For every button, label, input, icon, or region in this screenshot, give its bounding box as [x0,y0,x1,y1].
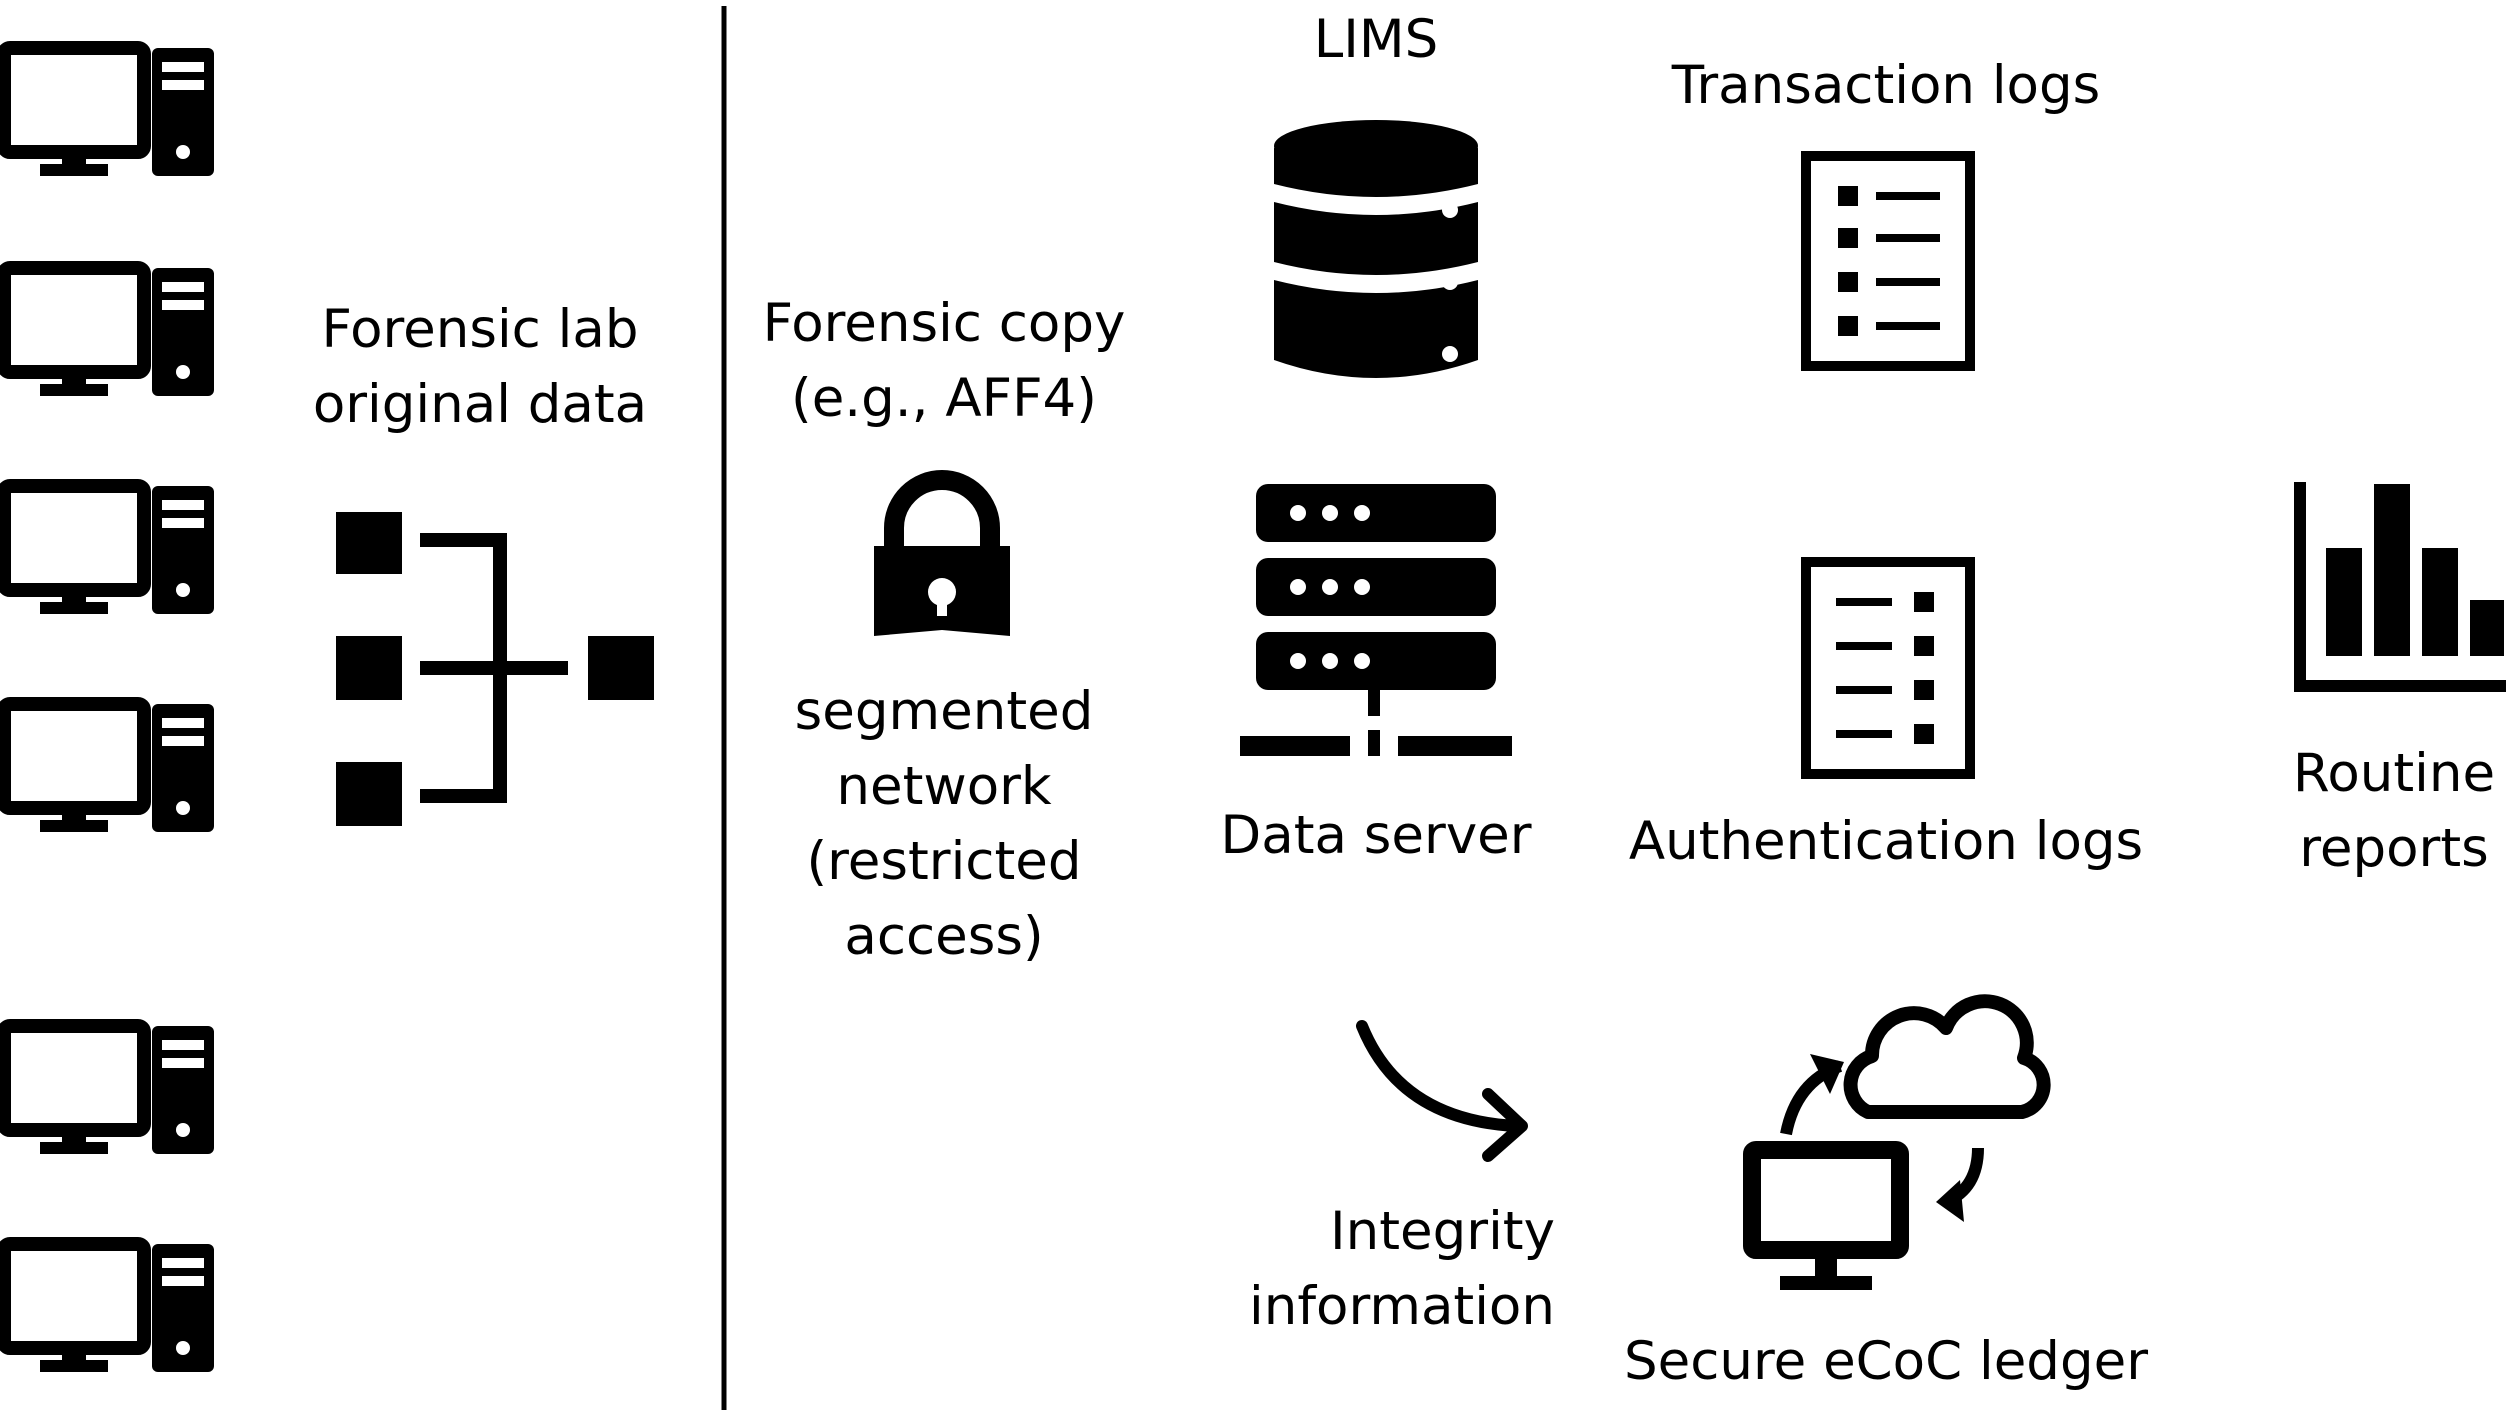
segmented-network-label-line: segmented [794,681,1094,742]
routine-reports-label-line: Routine [2292,743,2496,804]
curved-arrow-icon [1356,1020,1528,1162]
authentication-logs-label-text: Authentication logs [1628,811,2144,872]
desktop-computer-icon [4,1244,214,1372]
segmented-network-label: segmented network (restricted access) [795,674,1094,974]
forensic-lab-label-line: original data [312,374,648,435]
network-topology-icon [336,512,654,826]
segmented-network-label-line: (restricted [806,831,1082,892]
forensic-copy-label: Forensic copy (e.g., AFF4) [763,286,1126,436]
padlock-icon [874,470,1010,636]
integrity-information-label: Integrity information [1249,1194,1555,1344]
list-document-icon [1801,557,1975,779]
integrity-information-label-line: information [1249,1276,1555,1337]
transaction-logs-label-text: Transaction logs [1671,55,2101,116]
cloud-sync-computer-icon [1743,994,2051,1290]
segmented-network-label-line: network [836,756,1052,817]
forensic-copy-label-line: (e.g., AFF4) [791,368,1097,429]
desktop-computer-icon [4,1026,214,1154]
workstations-icon-group [4,48,214,1372]
desktop-computer-icon [4,704,214,832]
bar-chart-icon [2294,482,2506,692]
forensic-lab-label-line: Forensic lab [321,299,639,360]
list-document-icon [1801,151,1975,371]
lims-label-text: LIMS [1313,9,1439,70]
integrity-information-label-line: Integrity [1330,1201,1555,1262]
routine-reports-label-line: reports [2299,818,2489,879]
transaction-logs-label: Transaction logs [1672,48,2100,123]
secure-ledger-label: Secure eCoC ledger [1624,1324,2148,1399]
secure-ledger-label-text: Secure eCoC ledger [1624,1331,2148,1392]
desktop-computer-icon [4,268,214,396]
forensic-lab-label: Forensic lab original data [313,292,647,442]
server-rack-icon [1240,484,1512,756]
authentication-logs-label: Authentication logs [1629,804,2143,879]
desktop-computer-icon [4,48,214,176]
data-server-label-text: Data server [1220,805,1532,866]
forensic-copy-label-line: Forensic copy [762,293,1126,354]
data-server-label: Data server [1220,798,1531,873]
lims-label: LIMS [1314,2,1439,77]
segmented-network-label-line: access) [844,906,1044,967]
desktop-computer-icon [4,486,214,614]
database-icon [1274,120,1478,378]
routine-reports-label: Routine reports [2293,736,2495,886]
